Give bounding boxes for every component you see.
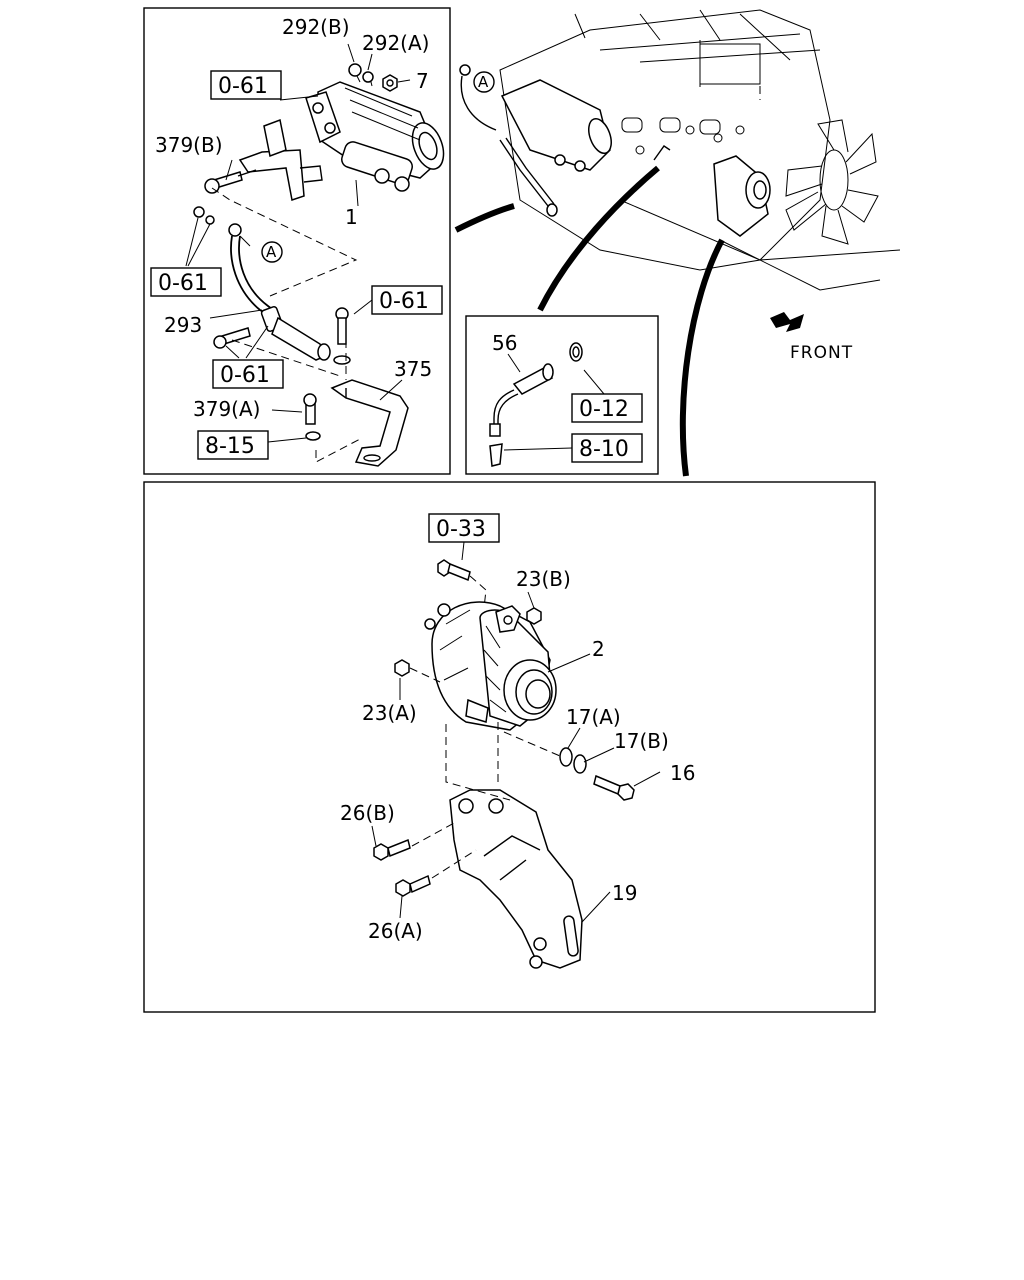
starter-motor-drawing	[305, 73, 445, 192]
callout-curve-alternator	[679, 238, 725, 477]
bracket-19	[449, 789, 583, 969]
callout-curve-sensor	[537, 165, 660, 312]
bolt-16	[593, 774, 635, 801]
label-375: 375	[394, 357, 432, 381]
cable-293	[228, 223, 331, 361]
circle-a-starter: A	[266, 243, 277, 261]
ref-8-10: 8-10	[579, 437, 629, 462]
sensor-panel: 56 0-12 8-10	[465, 315, 659, 475]
label-26a: 26(A)	[368, 919, 423, 943]
callout-curve-starter	[454, 203, 515, 233]
washer-17b	[573, 754, 587, 774]
label-292b: 292(B)	[282, 15, 350, 39]
fan	[785, 119, 879, 245]
label-379b: 379(B)	[155, 133, 223, 157]
ref-0-61-top: 0-61	[218, 74, 268, 99]
bolt-0-33	[437, 559, 471, 582]
nut-23a	[394, 659, 410, 677]
washer-0-12	[569, 342, 583, 362]
label-23b: 23(B)	[516, 567, 571, 591]
bolt-26a	[395, 874, 431, 897]
nut-7	[382, 74, 398, 92]
washer-292b	[348, 63, 362, 77]
label-23a: 23(A)	[362, 701, 417, 725]
label-16: 16	[670, 761, 695, 785]
ref-0-61-left: 0-61	[158, 271, 208, 296]
label-17a: 17(A)	[566, 705, 621, 729]
washer-292a	[362, 71, 374, 83]
alternator-panel: 0-33	[143, 481, 876, 1013]
label-17b: 17(B)	[614, 729, 669, 753]
ref-0-61-right: 0-61	[379, 289, 429, 314]
washer-17a	[559, 747, 573, 767]
bolt-left	[213, 327, 251, 349]
nut-23b	[526, 607, 542, 625]
ref-0-33: 0-33	[436, 517, 486, 542]
ref-0-12: 0-12	[579, 397, 629, 422]
ref-8-15: 8-15	[205, 434, 255, 459]
label-19: 19	[612, 881, 637, 905]
bolt-379a	[303, 393, 317, 425]
circle-a-engine: A	[478, 73, 489, 91]
bolt-center	[333, 307, 351, 365]
label-293: 293	[164, 313, 202, 337]
front-label: FRONT	[790, 343, 853, 363]
connector-8-10	[489, 443, 503, 467]
label-7: 7	[416, 69, 429, 93]
label-26b: 26(B)	[340, 801, 395, 825]
starter-panel: 292(B) 292(A) 7 0-61 379(B) 1 0-61 A 293…	[143, 7, 451, 475]
starter-bracket	[238, 149, 305, 201]
ref-0-61-bottom: 0-61	[220, 363, 270, 388]
bolt-379b	[204, 171, 243, 194]
label-1: 1	[345, 205, 358, 229]
label-379a: 379(A)	[193, 397, 260, 421]
engine-overview: A FRONT	[454, 9, 901, 477]
label-56: 56	[492, 331, 517, 355]
bolt-26b	[373, 838, 411, 861]
sensor-56	[489, 363, 554, 437]
label-292a: 292(A)	[362, 31, 429, 55]
alternator-2	[424, 601, 557, 731]
label-2: 2	[592, 637, 605, 661]
front-arrow-icon	[770, 312, 804, 332]
bracket-375	[330, 379, 409, 467]
